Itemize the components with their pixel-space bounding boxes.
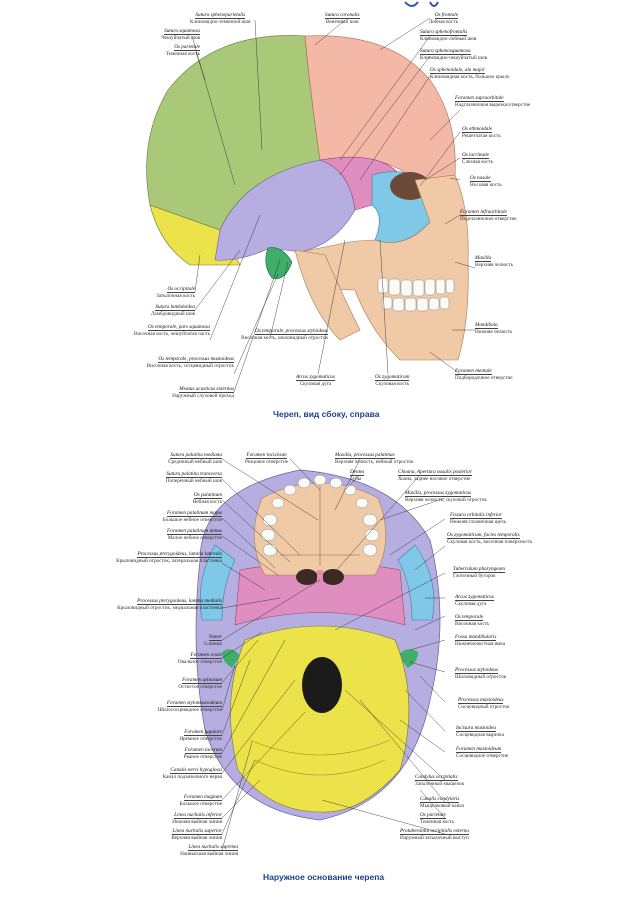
label-os-nasale: Os nasale Носовая кость: [470, 175, 502, 189]
label-processus-styloideus-inferior: Processus styloideus Шиловидный отросток: [455, 667, 507, 681]
label-lamina-medialis: Processus pterygoideus, lamina medialis …: [117, 598, 222, 612]
lateral-skull-drawing: [146, 35, 469, 361]
label-os-frontale: Os frontale Лобная кость: [428, 12, 458, 26]
label-protuberantia-occipitalis-externa: Protuberantia occipitalis externa Наружн…: [400, 828, 469, 842]
label-os-occipitale: Os occipitale Затылочная кость: [156, 286, 195, 300]
label-maxilla-processus-zygomaticus: Maxilla, processus zygomaticus Верхняя ч…: [405, 490, 487, 504]
label-foramen-mentale: Foramen mentale Подбородочное отверстие: [455, 368, 513, 382]
label-linea-nuchalis-superior: Linea nuchalis superior Верхняя выйная л…: [171, 828, 222, 842]
label-fissura-orbitalis-inferior: Fissura orbitalis inferior Нижняя глазни…: [450, 512, 506, 526]
bottom-leader-lines: [221, 458, 446, 851]
label-tuberculum-pharyngeum: Tuberculum pharyngeum Глоточный бугорок: [453, 566, 505, 580]
label-fossa-mandibularis: Fossa mandibularis Нижнечелюстная ямка: [455, 634, 506, 648]
label-sutura-sphenoparietalis: Sutura sphenoparietalis Клиновидно-темен…: [190, 12, 251, 26]
label-sutura-squamosa: Sutura squamosa Чешуйчатый шов: [161, 28, 200, 42]
label-os-temporale-inferior: Os temporale Височная кость: [455, 614, 490, 628]
label-os-zygomaticum-facies-temporalis: Os zygomaticum, facies temporalis Скулов…: [447, 532, 533, 546]
label-os-ethmoidale: Os ethmoidale Решетчатая кость: [462, 126, 501, 140]
label-sutura-sphenofrontalis: Sutura sphenofrontalis Клиновидно-лобный…: [420, 29, 477, 43]
label-sutura-coronalis: Sutura coronalis Венечный шов: [325, 12, 360, 26]
label-maxilla: Maxilla Верхняя челюсть: [475, 255, 514, 269]
label-condylus-occipitalis: Condylus occipitalis Затылочный мыщелок: [415, 774, 465, 788]
label-foramen-palatinum-majus: Foramen palatinum majus Большое небное о…: [162, 510, 222, 524]
label-foramen-stylomastoideum: Foramen stylomastoideum Шилососцевидное …: [157, 700, 222, 714]
inferior-skull-drawing: [195, 469, 441, 821]
label-maxilla-processus-palatinus: Maxilla, processus palatinus Верхняя чел…: [335, 452, 414, 466]
label-linea-nuchalis-suprema: Linea nuchalis suprema Наивысшая выйная …: [180, 844, 238, 858]
label-processus-mastoideus: Os temporale, processus mastoideus Височ…: [146, 356, 234, 370]
label-os-lacrimale: Os lacrimale Слезная кость: [462, 152, 494, 166]
label-dentes: Dentes Зубы: [350, 469, 365, 483]
label-foramen-supraorbitale: Foramen supraorbitale Надглазничная выре…: [455, 95, 531, 109]
label-arcus-zygomaticus-inferior: Arcus zygomaticus Скуловая дуга: [455, 594, 494, 608]
label-foramen-palatinum-minus: Foramen palatinum minus Малое небное отв…: [166, 528, 222, 542]
label-canalis-nervi-hypoglossi: Canalis nervi hypoglossi Канал подъязычн…: [162, 767, 222, 781]
label-linea-nuchalis-inferior: Linea nuchalis inferior Нижняя выйная ли…: [172, 812, 222, 826]
top-leader-lines: [191, 17, 476, 393]
label-os-palatinum: Os palatinum Небная кость: [192, 492, 222, 506]
label-canalis-condylaris: Canalis condylaris Мыщелковый канал: [420, 796, 465, 810]
label-os-parietale: Os parietale Теменная кость: [165, 44, 200, 58]
caption-lateral-view: Череп, вид сбоку, справа: [273, 409, 380, 419]
label-processus-styloideus: Os temporale, processus styloideus Височ…: [241, 328, 328, 342]
label-sutura-palatina-mediana: Sutura palatina mediana Срединный небный…: [168, 452, 222, 466]
label-foramen-jugulare: Foramen jugulare Яремное отверстие: [179, 729, 222, 743]
label-os-zygomaticum: Os zygomaticum Скуловая кость: [375, 374, 410, 388]
label-processus-mastoideus-inferior: Processus mastoideus Сосцевидный отросто…: [458, 697, 510, 711]
label-mandibula: Mandibula Нижняя челюсть: [475, 322, 513, 336]
label-foramen-mastoideum: Foramen mastoideum Сосцевидное отверстие: [456, 746, 509, 760]
label-incisura-mastoidea: Incisura mastoidea Сосцевидная вырезка: [456, 725, 504, 739]
label-os-sphenoidale-ala-major: Os sphenoidale, ala major Клиновидная ко…: [430, 67, 510, 81]
label-foramen-incisivum: Foramen incisivum Резцовое отверстие: [245, 452, 289, 466]
label-sutura-sphenosquamosa: Sutura sphenosquamosa Клиновидно-чешуйча…: [420, 48, 488, 62]
label-foramen-infraorbitale: Foramen infraorbitale Подглазничное отве…: [460, 209, 517, 223]
label-foramen-magnum: Foramen magnum Большое отверстие: [179, 794, 222, 808]
label-meatus-acusticus-externus: Meatus acusticus externus Наружный слухо…: [172, 386, 234, 400]
label-os-parietale-inferior: Os parietale Теменная кость: [420, 812, 455, 826]
label-choana: Choana, Apertura nasalis posterior Хоана…: [398, 469, 472, 483]
label-foramen-lacerum: Foramen lacerum Рваное отверстие: [183, 747, 222, 761]
label-lamina-lateralis: Processus pterygoideus, lamina lateralis…: [116, 551, 222, 565]
caption-inferior-view: Наружное основание черепа: [263, 872, 385, 882]
label-foramen-ovale: Foramen ovale Овальное отверстие: [177, 652, 222, 666]
label-sutura-lambdoidea: Sutura lambdoidea Ламбдовидный шов: [150, 304, 195, 318]
label-sutura-palatina-transversa: Sutura palatina transversa Поперечный не…: [165, 471, 222, 485]
label-os-temporale-pars-squamosa: Os temporale, pars squamosa Височная кос…: [133, 324, 210, 338]
label-arcus-zygomaticus: Arcus zygomaticus Скуловая дуга: [296, 374, 335, 388]
label-foramen-spinosum: Foramen spinosum Остистое отверстие: [178, 677, 222, 691]
label-vomer: Vomer Сошник: [203, 634, 222, 648]
